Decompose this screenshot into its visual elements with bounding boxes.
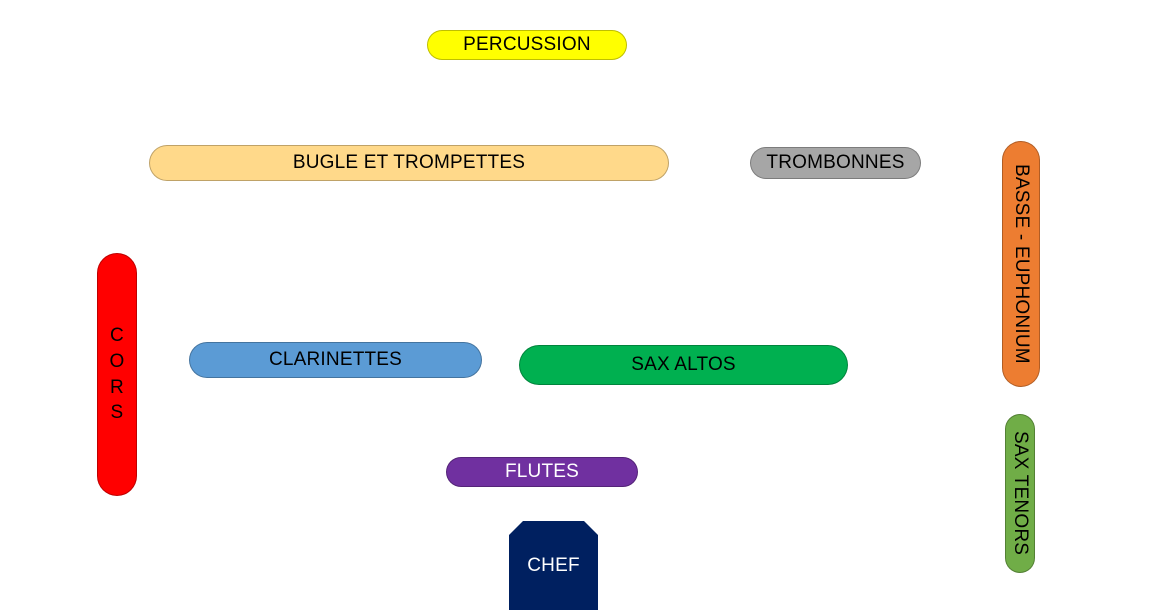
trombonnes-section: TROMBONNES bbox=[750, 147, 921, 179]
bugle-et-trompettes-section: BUGLE ET TROMPETTES bbox=[149, 145, 669, 181]
sax-altos-label: SAX ALTOS bbox=[631, 354, 736, 375]
cors-section: C O R S bbox=[97, 253, 137, 496]
clarinettes-section: CLARINETTES bbox=[189, 342, 482, 378]
flutes-section: FLUTES bbox=[446, 457, 638, 487]
cors-letter: O bbox=[109, 350, 125, 372]
cors-letter: S bbox=[110, 402, 124, 424]
chef-label: CHEF bbox=[527, 554, 580, 576]
flutes-label: FLUTES bbox=[504, 461, 580, 482]
percussion-label: PERCUSSION bbox=[463, 34, 591, 55]
clarinettes-label: CLARINETTES bbox=[268, 349, 403, 370]
bugle-et-trompettes-label: BUGLE ET TROMPETTES bbox=[292, 152, 526, 173]
sax-tenors-label: SAX TENORS bbox=[1010, 431, 1031, 556]
cors-letter: R bbox=[110, 376, 124, 398]
chef-podium: CHEF bbox=[509, 521, 598, 610]
percussion-section: PERCUSSION bbox=[427, 30, 627, 60]
basse-euphonium-label: BASSE - EUPHONIUM bbox=[1011, 164, 1032, 364]
basse-euphonium-section: BASSE - EUPHONIUM bbox=[1002, 141, 1040, 387]
cors-label: C O R S bbox=[110, 323, 125, 426]
cors-letter: C bbox=[110, 325, 124, 347]
trombonnes-label: TROMBONNES bbox=[766, 152, 905, 173]
sax-altos-section: SAX ALTOS bbox=[519, 345, 848, 385]
sax-tenors-section: SAX TENORS bbox=[1005, 414, 1035, 573]
